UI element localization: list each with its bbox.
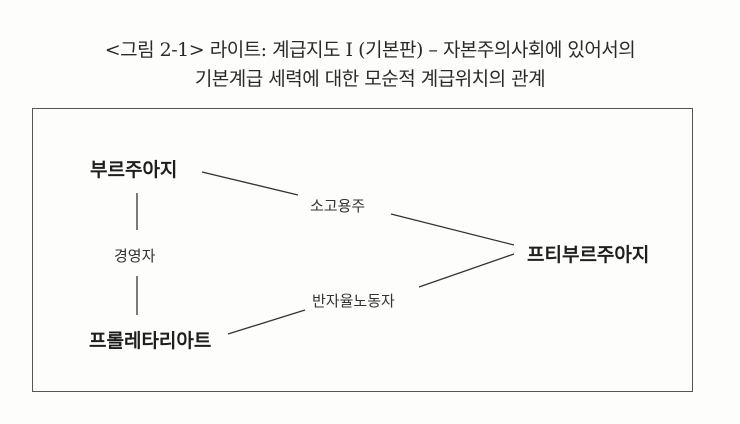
figure-title-line2: 기본계급 세력에 대한 모순적 계급위치의 관계 [194, 68, 546, 90]
node-bourgeoisie: 부르주아지 [90, 159, 178, 181]
line-bourgeoisie-small-employers [201, 171, 299, 196]
node-proletariat: 프롤레타리아트 [89, 330, 212, 352]
figure-title-line1: <그림 2-1> 라이트: 계급지도 I (기본판) – 자본주의사회에 있어서… [104, 39, 636, 61]
node-petty-bourgeoisie: 프티부르주아지 [527, 244, 650, 266]
diagram-frame [32, 108, 693, 392]
node-semi-autonomous: 반자율노동자 [312, 292, 395, 310]
line-semi-petty [418, 253, 515, 288]
node-managers: 경영자 [114, 247, 156, 265]
line-small-employers-petty [390, 213, 515, 246]
line-proletariat-semi [227, 309, 306, 335]
node-small-employers: 소고용주 [310, 197, 366, 215]
